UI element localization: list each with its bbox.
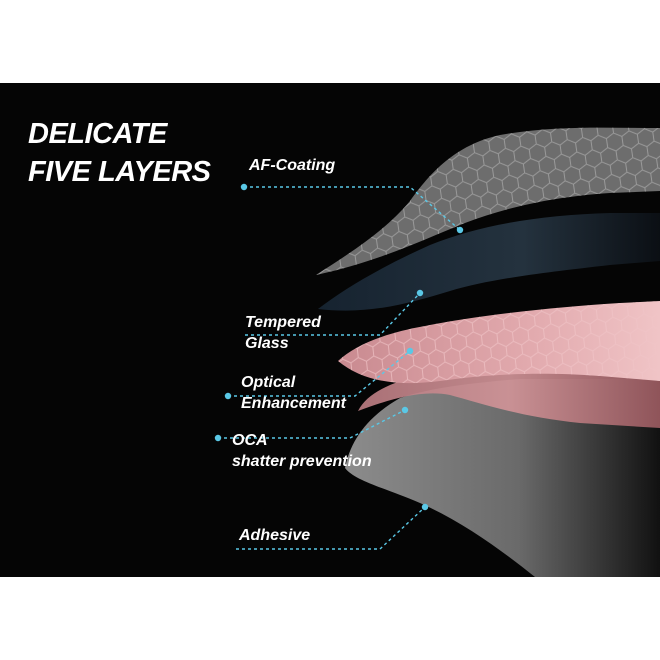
- label-optical-enhancement: Optical Enhancement: [241, 372, 346, 414]
- page-title: DELICATE FIVE LAYERS: [28, 115, 211, 191]
- label-tempered-glass-line-2: Glass: [245, 335, 289, 352]
- af-coating-leader: [244, 186, 461, 231]
- oca-leader: [218, 409, 406, 439]
- label-af-coating: AF-Coating: [249, 155, 335, 176]
- adhesive-layer: [345, 379, 660, 577]
- label-tempered-glass: Tempered Glass: [245, 312, 321, 354]
- title-line-2: FIVE LAYERS: [28, 156, 211, 188]
- infographic-panel: DELICATE FIVE LAYERS AF-Coating Tempered…: [0, 83, 660, 577]
- tempered-glass-leader: [245, 292, 421, 336]
- label-oca-line-2: shatter prevention: [232, 453, 372, 470]
- label-oca-line-1: OCA: [232, 432, 268, 449]
- label-oca: OCA shatter prevention: [232, 430, 372, 472]
- label-tempered-glass-line-1: Tempered: [245, 314, 321, 331]
- label-adhesive-line: Adhesive: [239, 527, 311, 544]
- tempered-glass-layer: [318, 213, 660, 311]
- title-line-1: DELICATE: [28, 118, 167, 150]
- label-optical-enhancement-line-1: Optical: [241, 374, 296, 391]
- adhesive-leader: [236, 506, 426, 550]
- optical-enhancement-leader: [228, 350, 411, 397]
- label-af-coating-line: AF-Coating: [249, 157, 336, 174]
- label-optical-enhancement-line-2: Enhancement: [241, 395, 346, 412]
- label-adhesive: Adhesive: [239, 525, 310, 546]
- layers-illustration: [214, 127, 660, 577]
